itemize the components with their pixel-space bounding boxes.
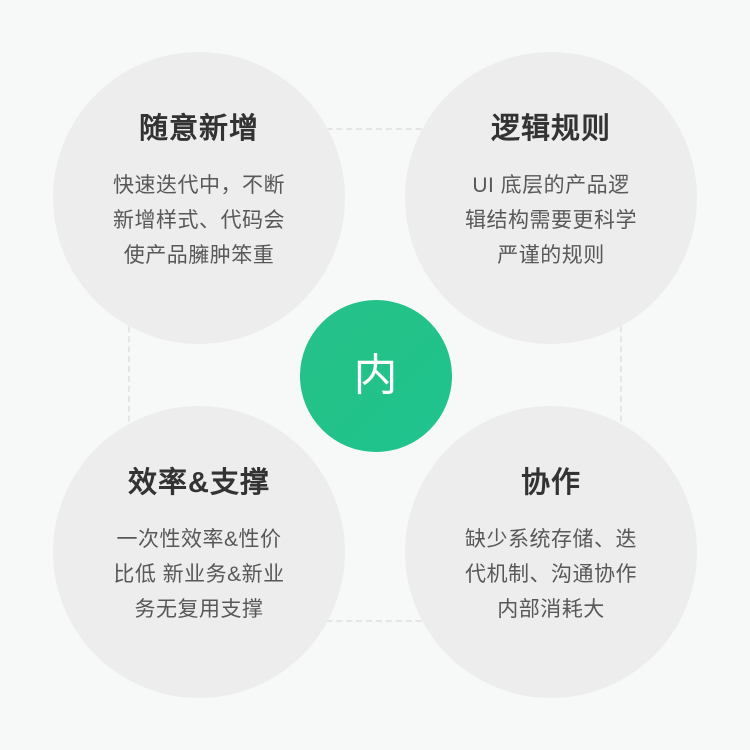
bubble-top-right[interactable]: 逻辑规则 UI 底层的产品逻 辑结构需要更科学 严谨的规则 xyxy=(405,52,697,344)
bubble-bottom-left[interactable]: 效率&支撑 一次性效率&性价 比低 新业务&新业 务无复用支撑 xyxy=(53,406,345,698)
bubble-title-bottom-left: 效率&支撑 xyxy=(128,467,270,499)
bubble-body-top-right: UI 底层的产品逻 辑结构需要更科学 严谨的规则 xyxy=(465,173,637,268)
connector-left-dashed xyxy=(128,128,130,620)
bubble-bottom-right[interactable]: 协作 缺少系统存储、迭 代机制、沟通协作 内部消耗大 xyxy=(405,406,697,698)
bubble-body-bottom-right: 缺少系统存储、迭 代机制、沟通协作 内部消耗大 xyxy=(465,527,637,622)
bubble-top-left[interactable]: 随意新增 快速迭代中，不断 新增样式、代码会 使产品臃肿笨重 xyxy=(53,52,345,344)
connector-bottom-dashed xyxy=(128,620,620,622)
bubble-title-top-left: 随意新增 xyxy=(138,113,259,145)
center-hub[interactable]: 内 xyxy=(300,300,452,452)
bubble-body-bottom-left: 一次性效率&性价 比低 新业务&新业 务无复用支撑 xyxy=(113,527,285,622)
bubble-title-top-right: 逻辑规则 xyxy=(490,113,611,145)
bubble-body-top-left: 快速迭代中，不断 新增样式、代码会 使产品臃肿笨重 xyxy=(113,173,285,268)
connector-right-dashed xyxy=(620,128,622,620)
connector-top-dashed xyxy=(128,128,620,130)
center-hub-label: 内 xyxy=(353,351,399,400)
bubble-title-bottom-right: 协作 xyxy=(520,467,581,499)
